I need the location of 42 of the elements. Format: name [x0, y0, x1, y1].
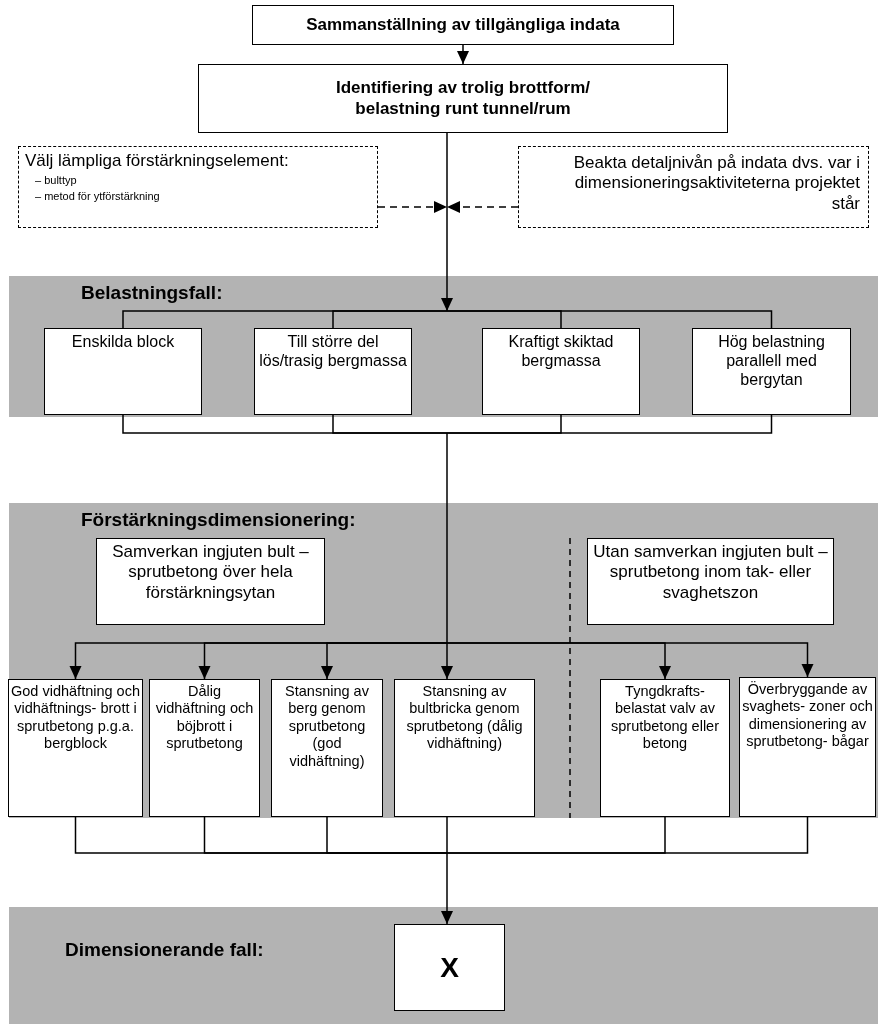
arrow	[441, 642, 453, 680]
arrow	[441, 132, 453, 312]
process-box: Tyngdkrafts- belastat valv av sprutbetong eller betong	[600, 679, 730, 817]
list-item: – bulttyp	[34, 173, 78, 189]
result-box: X	[394, 924, 505, 1011]
connector-line	[446, 310, 773, 329]
arrow	[457, 44, 469, 65]
arrow	[446, 201, 519, 213]
connector-line	[326, 816, 448, 854]
process-box: Enskilda block	[44, 328, 202, 415]
arrow	[446, 642, 814, 678]
process-box: Samverkan ingjuten bult –sprutbetong över hela förstärkningsytan	[96, 538, 325, 625]
process-box: Stansning av berg genom sprutbetong (god vidhäftning)	[271, 679, 383, 817]
process-box: Identifiering av trolig brottform/ belastning runt tunnel/rum	[198, 64, 728, 133]
list-item: – metod för ytförstärkning	[34, 188, 161, 204]
note-box	[18, 146, 378, 228]
section-heading: Dimensionerande fall:	[65, 939, 264, 961]
process-box: Överbryggande av svaghets- zoner och dimensionering av sprutbetong- bågar	[739, 677, 876, 817]
process-box: Dålig vidhäftning och böjbrott i sprutbetong	[149, 679, 260, 817]
section-heading: Belastningsfall:	[81, 282, 223, 304]
arrow	[441, 852, 453, 925]
process-box: Utan samverkan ingjuten bult –sprutbetong inom tak- eller svaghetszon	[587, 538, 834, 625]
process-box: Sammanställning av tillgängliga indata	[252, 5, 674, 45]
connector-line	[446, 816, 448, 854]
arrow	[321, 642, 448, 680]
process-box: Till större del lös/trasig bergmassa	[254, 328, 412, 415]
arrow	[377, 201, 448, 213]
process-box: Stansning av bultbricka genom sprutbetong (dålig vidhäftning)	[394, 679, 535, 817]
process-box: God vidhäftning och vidhäftnings- brott i sprutbetong p.g.a. bergblock	[8, 679, 143, 817]
connector-line	[446, 432, 448, 644]
note-box: Beakta detaljnivån på indata dvs. var i dimensioneringsaktiviteterna projektet står	[518, 146, 869, 228]
section-band	[9, 503, 878, 818]
section-heading: Förstärkningsdimensionering:	[81, 509, 356, 531]
section-band	[9, 276, 878, 417]
connector-line	[332, 310, 448, 329]
process-box: Hög belastning parallell med bergytan	[692, 328, 851, 415]
connector-line	[332, 414, 448, 434]
process-box: Kraftigt skiktad bergmassa	[482, 328, 640, 415]
connector-line	[446, 816, 809, 854]
connector-line	[446, 414, 773, 434]
section-band	[9, 907, 878, 1024]
box-heading: Välj lämpliga förstärkningselement:	[25, 151, 290, 172]
